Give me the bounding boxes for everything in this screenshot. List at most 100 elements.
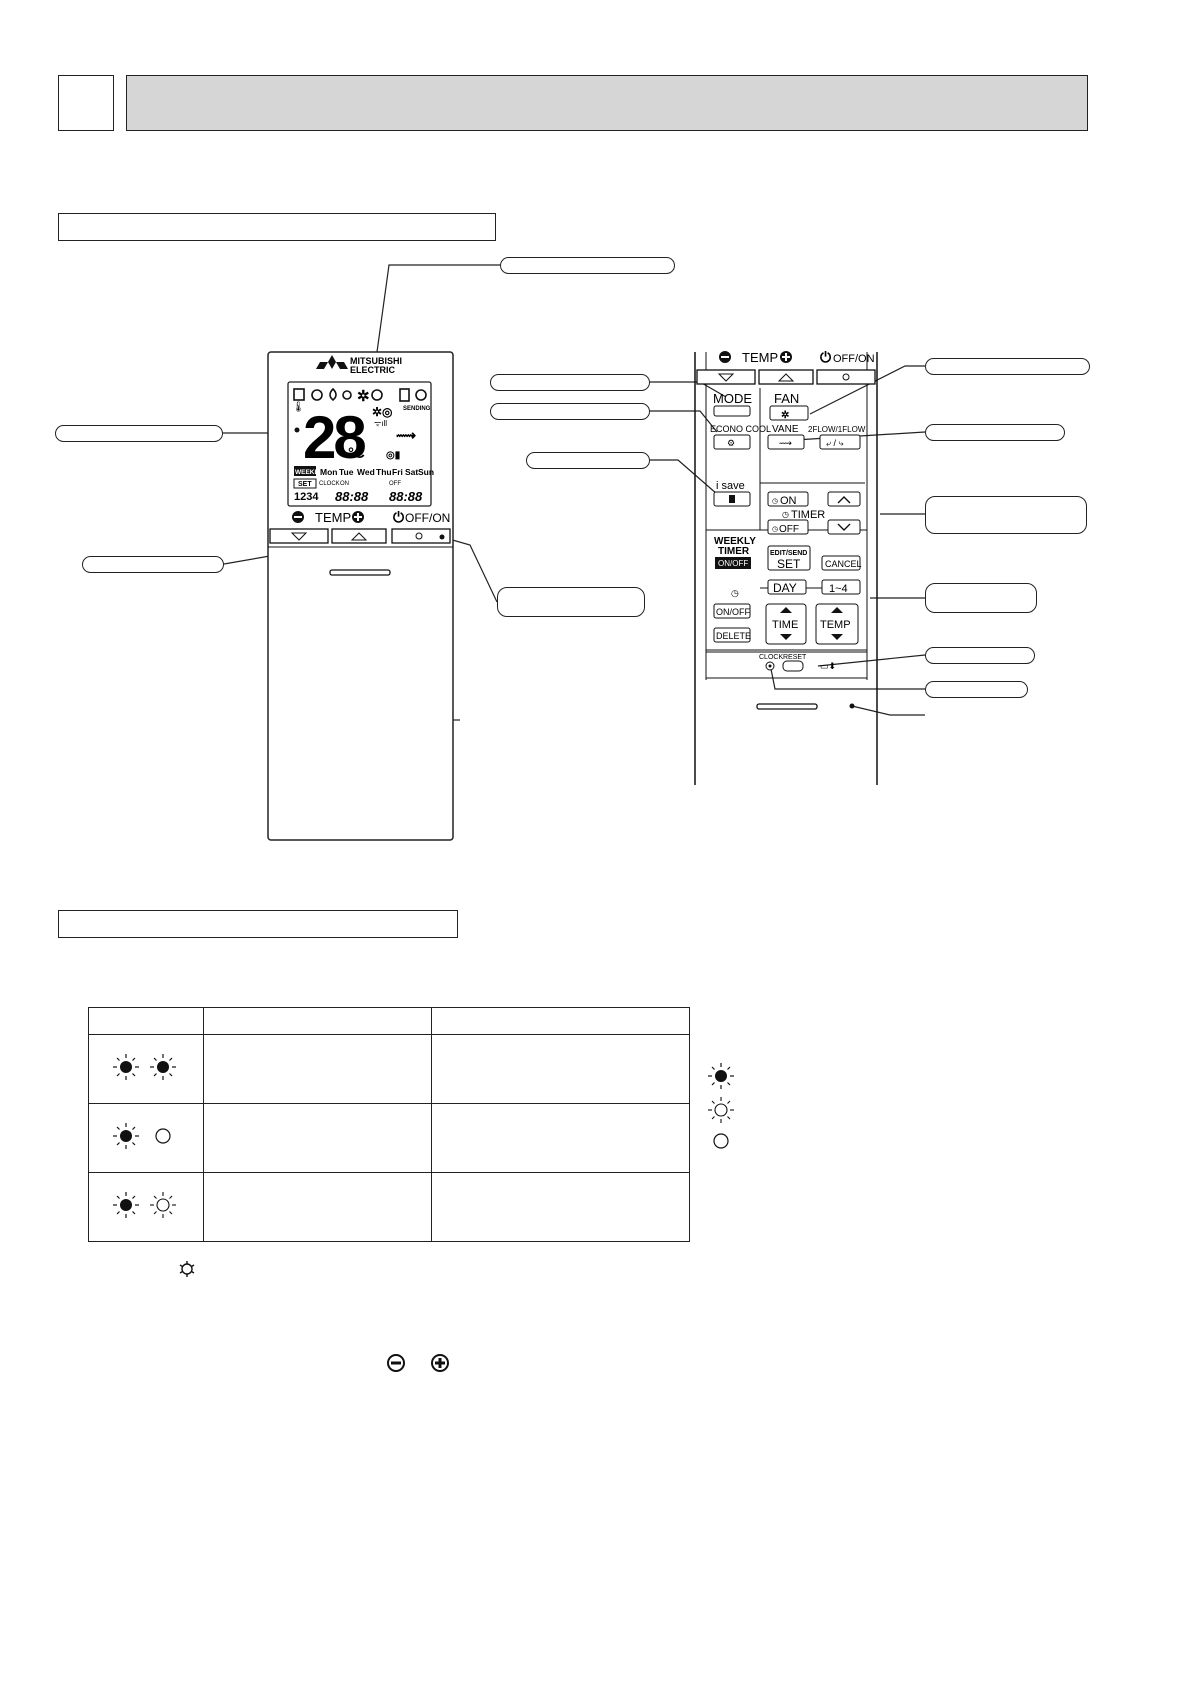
reset-button bbox=[782, 660, 804, 672]
callout-label bbox=[55, 425, 223, 442]
lcd-unit: °C bbox=[348, 445, 365, 462]
table-row bbox=[88, 1103, 690, 1173]
lamp-legend bbox=[708, 1063, 734, 1149]
callout-label bbox=[490, 403, 650, 420]
lamp-lighted-icon bbox=[708, 1063, 734, 1089]
callout-label bbox=[925, 647, 1035, 664]
one-to-four-label: 1~4 bbox=[829, 583, 848, 595]
battery-icon: ▭⬇ bbox=[820, 661, 836, 671]
lcd-day: Sat bbox=[405, 467, 418, 477]
brand-line1: MITSUBISHI bbox=[350, 356, 402, 366]
mitsubishi-logo-icon bbox=[316, 355, 348, 369]
flow-label: 2FLOW/1FLOW bbox=[808, 425, 866, 434]
lcd-clock-label: CLOCK bbox=[319, 481, 340, 487]
swing-icon: ◎▮ bbox=[386, 450, 400, 461]
cancel-label: CANCEL bbox=[825, 559, 862, 569]
callout-label bbox=[500, 257, 675, 274]
lcd-sending: SENDING bbox=[403, 406, 431, 412]
callout-label bbox=[925, 496, 1087, 534]
section-title-bar bbox=[126, 75, 1088, 131]
lcd-program-numbers: 1234 bbox=[294, 491, 319, 503]
delete-label: DELETE bbox=[716, 631, 751, 641]
lamp-off-icon bbox=[155, 1127, 171, 1144]
svg-text:⤶ / ⤷: ⤶ / ⤷ bbox=[826, 438, 845, 448]
table-cell bbox=[203, 1034, 432, 1104]
signal-icon: ᯤıll bbox=[374, 419, 387, 428]
timer-on-label: ON bbox=[780, 495, 797, 507]
day-button bbox=[767, 579, 807, 595]
subsection-title-indicator bbox=[58, 910, 458, 938]
lamp-cell bbox=[88, 1103, 204, 1173]
table-cell bbox=[203, 1172, 432, 1242]
lcd-weekly-badge: WEEKLY bbox=[295, 469, 323, 476]
lcd-day: Mon bbox=[320, 467, 337, 477]
program-on-off-button bbox=[713, 603, 751, 619]
cancel-button bbox=[821, 555, 861, 571]
mode-icons-row bbox=[293, 387, 427, 402]
mode-button bbox=[713, 405, 751, 417]
delete-button bbox=[713, 627, 751, 643]
vane-icon: ⟿ bbox=[396, 427, 416, 443]
fan-label: FAN bbox=[774, 391, 799, 406]
section-number-box bbox=[58, 75, 114, 131]
table-header-cell bbox=[431, 1007, 690, 1035]
callout-label bbox=[925, 424, 1065, 441]
vane-button bbox=[767, 434, 805, 450]
time-label: TIME bbox=[772, 619, 798, 631]
fan-speed-icon: ✲◎ bbox=[372, 405, 393, 419]
callout-label bbox=[925, 583, 1037, 613]
plus-circle-icon bbox=[431, 1354, 449, 1372]
callout-label bbox=[82, 556, 224, 573]
temp-down-button bbox=[269, 528, 329, 544]
weekly-on-off-label: ON/OFF bbox=[718, 559, 748, 568]
lcd-temperature: 28 bbox=[303, 404, 365, 471]
econo-cool-label: ECONO COOL bbox=[710, 424, 771, 434]
day-label: DAY bbox=[773, 581, 797, 595]
lamp-blinking-icon bbox=[150, 1191, 176, 1218]
timer-off-button bbox=[767, 519, 809, 535]
svg-text:◷: ◷ bbox=[772, 526, 778, 533]
svg-text:⚙: ⚙ bbox=[727, 438, 735, 448]
power-icon: ⏻ bbox=[393, 509, 404, 525]
lcd-time-on: 88:88 bbox=[335, 489, 369, 504]
subsection-title-remote bbox=[58, 213, 496, 241]
inner-temp-up-button bbox=[758, 369, 814, 385]
lcd-day: Tue bbox=[339, 467, 354, 477]
inner-power-label: OFF/ON bbox=[833, 353, 875, 365]
callout-label bbox=[925, 681, 1028, 698]
callout-label bbox=[490, 374, 650, 391]
table-cell bbox=[431, 1103, 690, 1173]
lamp-cell bbox=[88, 1172, 204, 1242]
lcd-off-label: OFF bbox=[389, 481, 401, 487]
callout-label bbox=[526, 452, 650, 469]
lamp-cell bbox=[88, 1034, 204, 1104]
table-row bbox=[88, 1034, 690, 1104]
mode-label: MODE bbox=[713, 391, 752, 406]
timer-off-label: OFF bbox=[779, 524, 799, 535]
set-label: SET bbox=[777, 557, 801, 571]
lamp-lighted-icon bbox=[113, 1191, 139, 1218]
lamp-blinking-icon bbox=[708, 1097, 734, 1123]
inner-temp-label: TEMP bbox=[742, 350, 778, 365]
svg-text:✲: ✲ bbox=[781, 410, 789, 421]
edit-send-set-button bbox=[767, 545, 811, 571]
timer-on-button bbox=[767, 491, 809, 507]
weekly-timer-label-2: TIMER bbox=[718, 546, 750, 557]
lcd-day: Sun bbox=[418, 467, 434, 477]
lcd-time-off: 88:88 bbox=[389, 489, 423, 504]
table-row bbox=[88, 1172, 690, 1242]
timer-down-button bbox=[827, 519, 861, 535]
remote-power-label: OFF/ON bbox=[405, 511, 450, 525]
fan-icon: ✲ bbox=[357, 388, 370, 405]
indicator-lamp-table bbox=[88, 1007, 690, 1242]
program-on-off-label: ON/OFF bbox=[716, 607, 750, 617]
lcd-on-label: ON bbox=[340, 481, 349, 487]
remote-temp-label: TEMP bbox=[315, 510, 351, 525]
lcd-day: Wed bbox=[357, 467, 375, 477]
weekly-timer-label-1: WEEKLY bbox=[714, 536, 756, 547]
thermometer-icon: 🌡 bbox=[292, 401, 305, 413]
clock-label: CLOCK bbox=[759, 654, 783, 661]
table-header-cell bbox=[88, 1007, 204, 1035]
inner-power-button bbox=[816, 369, 876, 385]
